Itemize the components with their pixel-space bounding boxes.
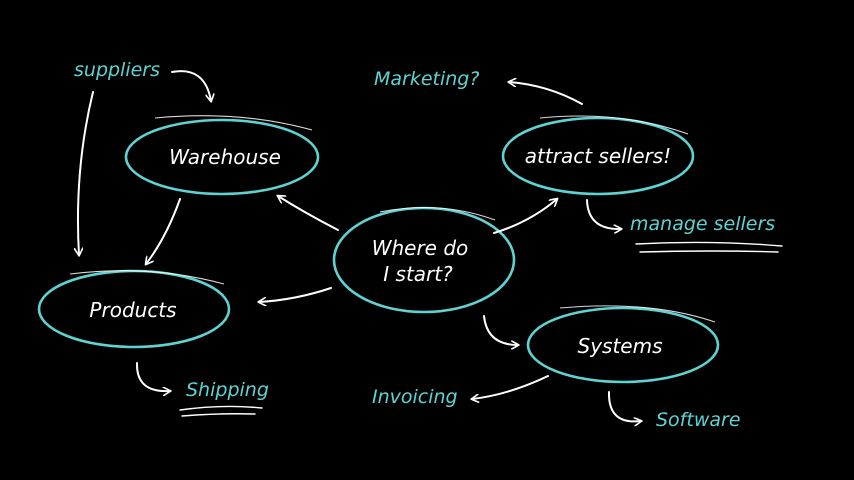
node-products: Products <box>37 269 231 349</box>
node-products-label: Products <box>89 298 176 322</box>
arrow-systems-to-software <box>607 391 641 421</box>
arrow-center-to-attract-sellers <box>493 199 557 234</box>
arrow-center-to-products <box>259 287 332 302</box>
manage-sellers-underline <box>635 241 783 253</box>
node-systems: Systems <box>526 305 720 384</box>
node-center-label-line2: I start? <box>383 262 453 286</box>
label-manage-sellers: manage sellers <box>630 213 775 235</box>
arrow-suppliers-to-warehouse <box>171 70 211 101</box>
node-center-oval <box>332 206 516 314</box>
arrow-attract-sellers-to-manage-sellers <box>586 199 621 229</box>
node-systems-label: Systems <box>578 334 663 358</box>
node-warehouse: Warehouse <box>124 115 320 196</box>
node-products-highlight <box>69 270 225 285</box>
label-invoicing: Invoicing <box>372 386 458 408</box>
shipping-underline <box>179 405 263 417</box>
node-attract-sellers: attract sellers! <box>501 115 695 196</box>
arrow-systems-to-invoicing <box>472 375 549 399</box>
arrow-products-to-shipping <box>135 362 170 391</box>
node-systems-highlight <box>559 305 716 323</box>
node-attract-sellers-highlight <box>539 115 689 135</box>
node-attract-sellers-label: attract sellers! <box>525 144 671 168</box>
arrow-suppliers-to-products <box>78 91 94 255</box>
label-suppliers: suppliers <box>74 59 160 81</box>
arrow-attract-sellers-to-marketing <box>509 82 583 105</box>
label-marketing: Marketing? <box>374 68 479 90</box>
node-warehouse-oval <box>124 118 320 196</box>
arrow-center-to-systems <box>483 315 518 345</box>
node-systems-oval <box>526 306 720 384</box>
arrow-warehouse-to-products <box>146 198 181 264</box>
node-center-highlight <box>379 206 496 221</box>
label-shipping: Shipping <box>186 379 269 401</box>
node-warehouse-highlight <box>154 115 313 131</box>
arrow-center-to-warehouse <box>278 196 339 231</box>
node-warehouse-label: Warehouse <box>169 145 281 169</box>
label-software: Software <box>656 409 741 431</box>
node-center: Where do I start? <box>332 206 516 314</box>
node-center-label: Where do <box>372 236 469 260</box>
node-attract-sellers-oval <box>501 116 695 196</box>
